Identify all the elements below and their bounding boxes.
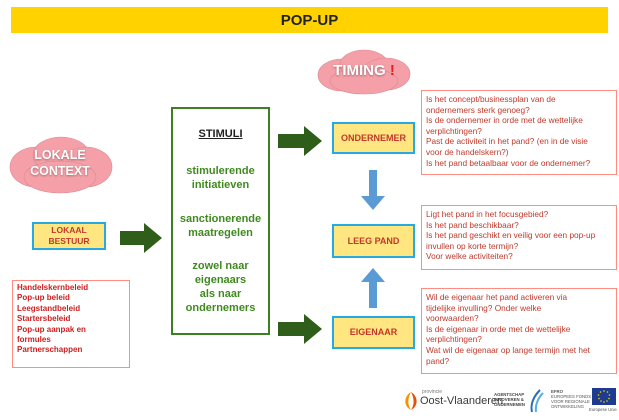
eu-label: Europese Unie (589, 407, 617, 412)
leeg-pand-box: LEEG PAND (332, 224, 415, 258)
questions-ondernemer: Is het concept/businessplan van de onder… (421, 90, 617, 175)
list-item: Is de ondernemer in orde met de wettelij… (426, 115, 583, 126)
list-item: Pop-up aanpak en (17, 324, 86, 334)
stimuli-item-1: stimulerende initiatieven (186, 165, 255, 191)
list-item: voorwaarden? (426, 313, 479, 324)
oost-vlaanderen-logo-icon (405, 392, 417, 410)
list-item: pand? (426, 355, 450, 366)
arrow-stimuli-to-ondernemer (278, 126, 322, 156)
page-title: POP-UP (280, 11, 339, 29)
province-small-label: provincie (422, 389, 443, 395)
questions-pand: Ligt het pand in het focusgebied? Is het… (421, 205, 617, 270)
list-item: Is het pand geschikt en veilig voor een … (426, 230, 596, 241)
timing-label: TIMING ! (333, 61, 395, 79)
arrow-ondernemer-to-pand (361, 170, 385, 210)
lokaal-bestuur-box: LOKAAL BESTUUR (32, 222, 106, 250)
province-label: Oost-Vlaanderen (420, 395, 504, 407)
lokale-context-label: LOKALE CONTEXT (30, 148, 90, 178)
ondernemer-box: ONDERNEMER (332, 122, 415, 154)
list-item: Wat wil de eigenaar op lange termijn met… (426, 344, 590, 355)
list-item: Is de eigenaar in orde met de wettelijke (426, 323, 571, 334)
list-item: verplichtingen? (426, 334, 482, 345)
list-item: Voor welke activiteiten? (426, 251, 513, 262)
list-item: Is het concept/businessplan van de (426, 94, 556, 104)
list-item: Past de activiteit in het pand? (en in d… (426, 136, 588, 147)
efro-label: EFRO EUROPEES FONDS VOOR REGIONALE ONTWI… (551, 389, 592, 409)
eu-flag-icon (592, 388, 616, 405)
list-item: tijdelijke invulling? Onder welke (426, 302, 542, 313)
list-item: formules (17, 335, 51, 345)
list-item: ondernemers sterk genoeg? (426, 104, 530, 115)
list-item: Wil de eigenaar het pand activeren via (426, 292, 568, 302)
list-item: Pop-up beleid (17, 293, 70, 303)
list-item: invullen op korte termijn? (426, 240, 519, 251)
stimuli-box: STIMULI stimulerende initiatieven sancti… (171, 107, 270, 335)
timing-exclamation: ! (389, 61, 395, 79)
list-item: Partnerschappen (17, 345, 83, 355)
list-item: verplichtingen? (426, 125, 482, 136)
title-bar: POP-UP (11, 7, 608, 33)
stimuli-item-3: zowel naar eigenaars als naar ondernemer… (185, 260, 256, 314)
stimuli-heading: STIMULI (198, 128, 243, 140)
list-item: Is het pand beschikbaar? (426, 219, 519, 230)
flanders-logo-icon (530, 389, 544, 413)
list-item: Is het pand betaalbaar voor de onderneme… (426, 157, 591, 168)
stimuli-item-2: sanctionerende maatregelen (179, 213, 262, 239)
arrow-stimuli-to-eigenaar (278, 314, 322, 344)
timing-cloud (317, 49, 411, 95)
agency-label: AGENTSCHAP INNOVEREN & ONDERNEMEN (494, 392, 526, 407)
lokale-context-cloud (9, 136, 113, 194)
arrow-lokaal-to-stimuli (120, 223, 162, 253)
list-item: Ligt het pand in het focusgebied? (426, 209, 549, 219)
list-item: voor de handelskern?) (426, 146, 509, 157)
list-item: Leegstandbeleid (17, 303, 81, 313)
footer-logos: provincie Oost-Vlaanderen AGENTSCHAP INN… (400, 378, 619, 420)
list-item: Handelskernbeleid (17, 283, 89, 292)
arrow-eigenaar-to-pand (361, 268, 385, 308)
policy-list: Handelskernbeleid Pop-up beleid Leegstan… (12, 280, 130, 368)
eigenaar-box: EIGENAAR (332, 316, 415, 349)
questions-eigenaar: Wil de eigenaar het pand activeren via t… (421, 288, 617, 374)
list-item: Startersbeleid (17, 314, 71, 324)
